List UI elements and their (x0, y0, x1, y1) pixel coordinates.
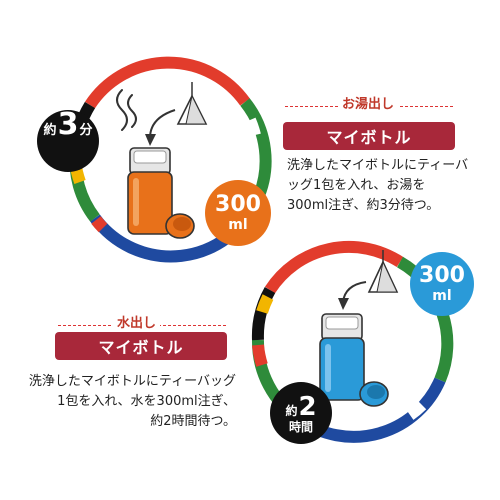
cold-description-line: 約2時間待つ。 (150, 414, 236, 429)
cold-bottle-icon (319, 313, 365, 401)
hot-time-unit: 分 (79, 123, 93, 138)
hot-volume-unit: ml (228, 217, 248, 233)
cold-volume-badge: 300 ml (410, 252, 474, 316)
cold-time-unit: 時間 (288, 419, 313, 434)
hot-description-line: 洗浄したマイボトルにティーバ (287, 158, 469, 173)
hot-description-line: ッグ1包を入れ、お湯を (287, 178, 426, 193)
hot-time-badge: 約 3 分 (37, 110, 99, 172)
cold-volume-unit: ml (432, 288, 452, 304)
hot-time-number: 3 (57, 107, 79, 142)
hot-volume-number: 300 (215, 192, 261, 217)
cold-time-number: 2 (298, 391, 317, 422)
hot-bottle-icon (127, 147, 173, 235)
tea-bag-icon (176, 82, 208, 125)
cold-volume-number: 300 (419, 263, 465, 288)
cold-category-label: 水出し (113, 316, 161, 332)
cold-time-prefix: 約 (285, 403, 298, 418)
hot-description: 洗浄したマイボトルにティーバ ッグ1包を入れ、お湯を 300ml注ぎ、約3分待つ… (287, 156, 468, 216)
steam-icon (116, 89, 137, 131)
cold-description-line: 1包を入れ、水を300ml注ぎ、 (57, 394, 236, 409)
cold-time-badge: 約 2 時間 (270, 382, 332, 444)
cold-tea-bag-icon (367, 250, 399, 293)
cold-description-line: 洗浄したマイボトルにティーバッグ (28, 374, 236, 389)
hot-volume-badge: 300 ml (205, 180, 271, 246)
hot-description-line: 300ml注ぎ、約3分待つ。 (287, 198, 440, 213)
hot-title-pill: マイボトル (283, 122, 455, 150)
hot-time-prefix: 約 (43, 123, 57, 138)
hot-category-label: お湯出し (338, 97, 399, 113)
hot-lid-icon (165, 213, 195, 239)
cold-lid-icon (359, 381, 389, 407)
cold-description: 洗浄したマイボトルにティーバッグ 1包を入れ、水を300ml注ぎ、 約2時間待つ… (26, 372, 236, 432)
cold-title-pill: マイボトル (55, 332, 227, 360)
